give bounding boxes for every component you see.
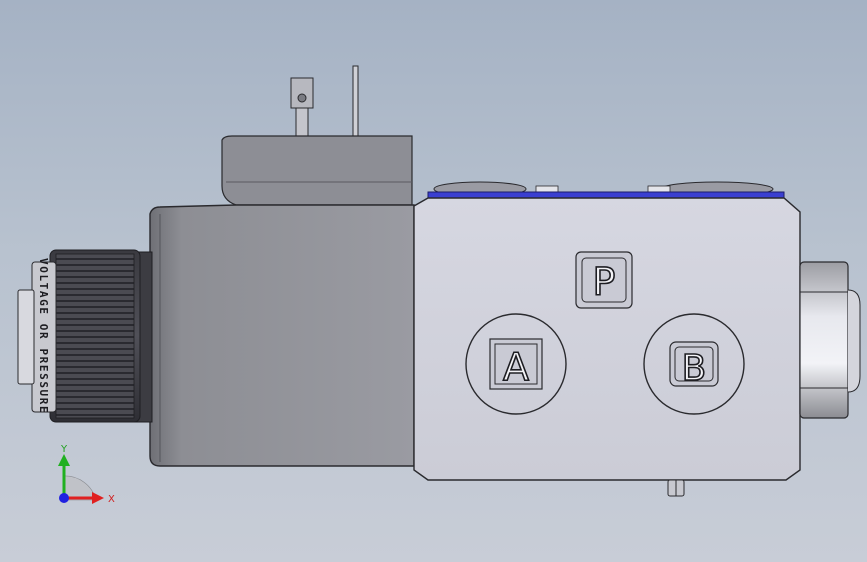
locating-pin — [667, 479, 685, 497]
port-b-label: B — [682, 348, 707, 389]
z-axis-dot — [59, 493, 69, 503]
hex-nut[interactable] — [799, 261, 861, 419]
coordinate-triad: Y X — [58, 444, 115, 505]
connector-housing — [221, 135, 413, 206]
port-a[interactable]: A — [465, 313, 567, 415]
x-axis-arrow — [92, 492, 104, 504]
port-a-label: A — [503, 345, 529, 389]
port-p-label: P — [593, 260, 616, 304]
knob-engraving: VOLTAGE OR PRESSURE — [37, 258, 50, 414]
port-b[interactable]: B — [643, 313, 745, 415]
y-axis-label: Y — [60, 444, 68, 455]
port-p[interactable]: P — [575, 251, 633, 309]
valve-body[interactable] — [413, 197, 801, 481]
solenoid-coil — [149, 204, 415, 467]
y-axis-arrow — [58, 454, 70, 466]
terminal-pins — [290, 65, 359, 137]
knurled-knob[interactable]: VOLTAGE OR PRESSURE — [17, 249, 153, 423]
x-axis-label: X — [108, 494, 115, 505]
